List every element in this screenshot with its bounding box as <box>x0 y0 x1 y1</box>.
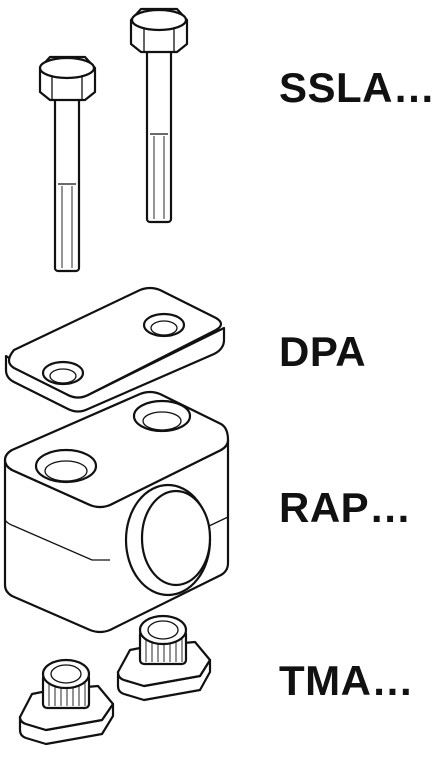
label-ssla: SSLA… <box>279 64 436 111</box>
label-dpa: DPA <box>279 328 367 375</box>
label-tma: TMA… <box>279 657 414 704</box>
bolt-right <box>129 7 189 224</box>
label-rap: RAP… <box>279 484 412 531</box>
clamp-body <box>3 390 230 634</box>
bolt-left <box>38 55 97 273</box>
rail-nut-left <box>18 658 115 746</box>
cover-plate <box>4 286 226 413</box>
rail-nut-right <box>116 614 212 702</box>
